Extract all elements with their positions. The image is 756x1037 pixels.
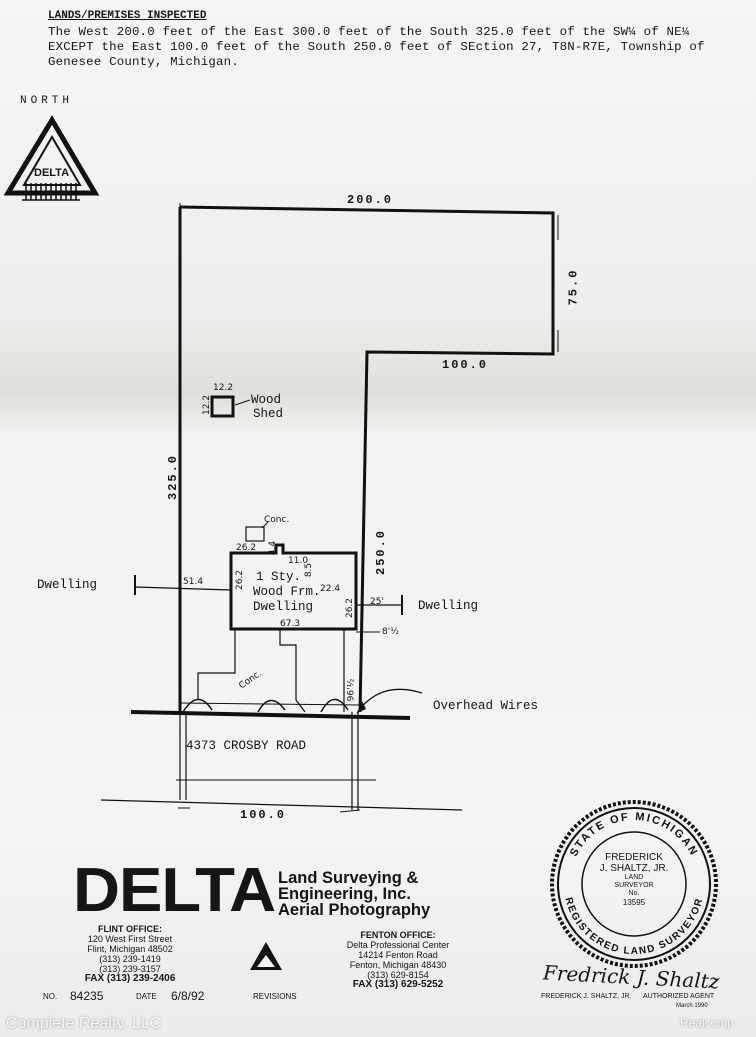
dwelling-left-label: Dwelling <box>37 578 98 592</box>
fenton-address-3: Fenton, Michigan 48430 <box>349 960 447 970</box>
footer-signer: FREDERICK J. SHALTZ, JR. <box>541 993 632 1000</box>
footer-form-date: March 1990 <box>676 1003 708 1009</box>
seal-number: 13595 <box>622 898 646 907</box>
surveyor-seal: STATE OF MICHIGAN REGISTERED LAND SURVEY… <box>550 800 718 968</box>
wood-shed-outline <box>210 395 235 418</box>
flint-title: FLINT OFFICE: <box>98 924 162 934</box>
north-logo-text: DELTA <box>34 167 70 179</box>
road-label: 4373 CROSBY ROAD <box>186 739 307 753</box>
page-heading: LANDS/PREMISES INSPECTED <box>48 10 207 22</box>
dwelling-outline <box>229 543 358 631</box>
dim-top: 200.0 <box>347 193 394 207</box>
fenton-fax: FAX (313) 629-5252 <box>352 979 444 990</box>
flint-office: FLINT OFFICE: 120 West First Street Flin… <box>75 924 185 984</box>
dim-110: 11.0 <box>288 556 309 566</box>
footer-agent: AUTHORIZED AGENT <box>643 993 715 1000</box>
seal-title-2: SURVEYOR <box>614 882 654 889</box>
fenton-office: FENTON OFFICE: Delta Professional Center… <box>338 930 458 990</box>
fenton-title: FENTON OFFICE: <box>360 930 436 940</box>
dim-right: 75.0 <box>566 268 581 306</box>
legal-line-2: EXCEPT the East 100.0 feet of the South … <box>48 40 705 54</box>
shed-label-1: Wood <box>251 393 282 407</box>
company-line-1: Land Surveying & <box>278 869 419 887</box>
company-line-3: Aerial Photography <box>278 901 431 919</box>
conc-top-label: Conc. <box>264 515 290 525</box>
dim-notch: 100.0 <box>442 358 489 372</box>
dim-8: 8'½ <box>382 627 399 637</box>
legal-line-3: Genesee County, Michigan. <box>48 55 239 69</box>
dim-262b: 26.2 <box>235 569 246 591</box>
dim-673: 67.3 <box>280 619 301 629</box>
overhead-wires-label: Overhead Wires <box>433 699 539 713</box>
dim-514: 51.4 <box>183 577 204 587</box>
shrubs <box>182 698 349 713</box>
dim-bottom: 100.0 <box>240 808 287 822</box>
footer-no-label: NO. <box>43 992 58 1001</box>
seal-title-1: LAND <box>624 874 644 881</box>
flint-phone-1: (313) 239-1419 <box>99 954 161 964</box>
dim-96: 96'½ <box>346 678 357 702</box>
watermark-left: Complete Realty, LLC <box>6 1015 162 1032</box>
dwelling-right-label: Dwelling <box>418 599 479 613</box>
dim-inner: 250.0 <box>374 528 389 576</box>
house-line-3: Dwelling <box>253 600 314 614</box>
footer-no-value: 84235 <box>70 989 104 1003</box>
north-label: NORTH <box>20 95 74 107</box>
house-line-1: 1 Sty. <box>256 570 302 584</box>
road-edge <box>130 710 411 720</box>
watermark-right: Realcomp <box>680 1016 735 1030</box>
shed-dim-width: 12.2 <box>213 383 234 393</box>
dim-85: 8.5 <box>304 562 315 578</box>
dim-44: 4.4 <box>268 540 279 556</box>
property-boundary <box>179 205 555 713</box>
flint-address-1: 120 West First Street <box>87 934 173 944</box>
house-line-2: Wood Frm. <box>253 585 321 599</box>
fenton-address-2: 14214 Fenton Road <box>358 950 438 960</box>
seal-no-label: No. <box>628 890 640 897</box>
dim-224: 22.4 <box>320 584 341 594</box>
flint-address-2: Flint, Michigan 48502 <box>87 944 173 954</box>
footer-date-label: DATE <box>136 992 157 1001</box>
driveway-outline <box>197 629 345 713</box>
dim-262c: 26.2 <box>345 597 356 619</box>
footer-date-value: 6/8/92 <box>171 989 205 1003</box>
flint-fax: FAX (313) 239-2406 <box>84 973 176 984</box>
shed-dim-height: 12.2 <box>202 394 213 416</box>
dim-25: 25' <box>370 597 384 607</box>
fenton-address-1: Delta Professional Center <box>346 940 450 950</box>
company-line-2: Engineering, Inc. <box>278 885 411 903</box>
footer-revisions: REVISIONS <box>253 992 297 1001</box>
seal-name-2: J. SHALTZ, JR. <box>599 863 669 874</box>
flint-phone-2: (313) 239-3157 <box>99 964 161 974</box>
shed-label-2: Shed <box>253 407 284 421</box>
north-arrow-icon <box>3 115 100 201</box>
dim-left: 325.0 <box>166 453 181 501</box>
company-logo-text: DELTA <box>73 856 276 925</box>
legal-line-1: The West 200.0 feet of the East 300.0 fe… <box>48 25 690 39</box>
fenton-phone: (313) 629-8154 <box>367 970 429 980</box>
dim-262a: 26.2 <box>236 543 257 553</box>
seal-center: FREDERICK J. SHALTZ, JR. LAND SURVEYOR N… <box>594 852 674 907</box>
seal-name-1: FREDERICK <box>605 852 663 863</box>
